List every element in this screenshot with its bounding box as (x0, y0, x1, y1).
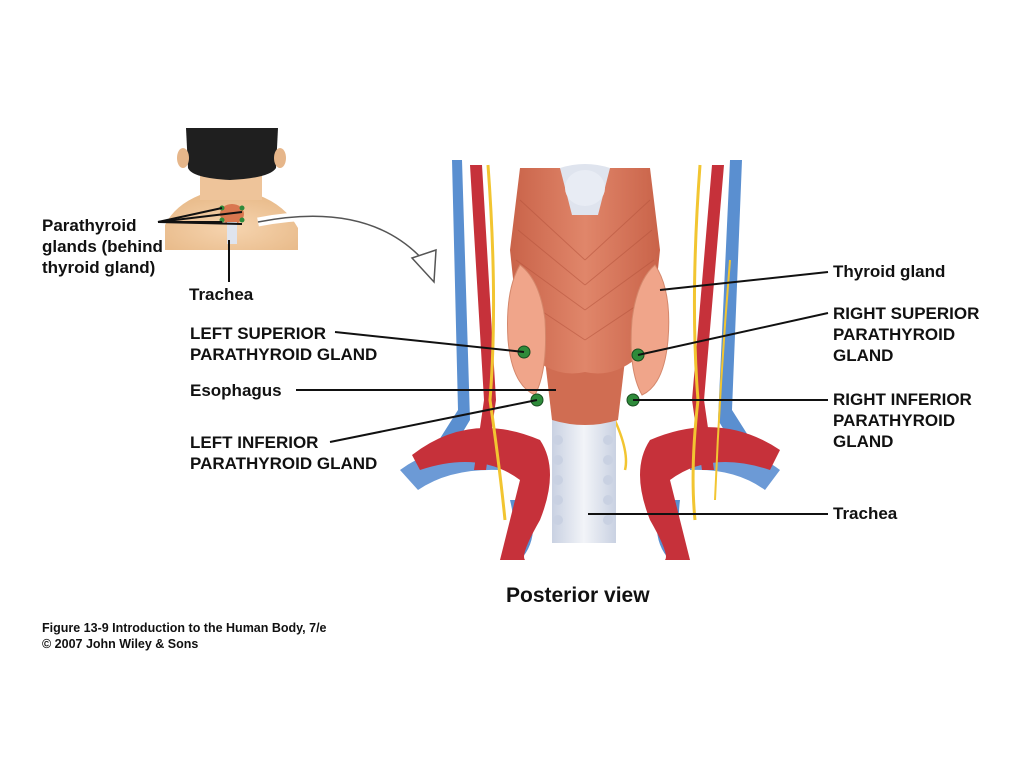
thyroid-gland-label: Thyroid gland (833, 262, 946, 281)
inset-neck-illustration (165, 128, 298, 250)
posterior-view-illustration (400, 160, 780, 560)
inset-leader-lines (157, 207, 243, 282)
trachea-inset-label: Trachea (189, 285, 254, 304)
parathyroid-glands-inset-label: Parathyroid glands (behind thyroid gland… (42, 216, 163, 277)
hair-icon (186, 128, 278, 180)
curved-arrow-icon (257, 211, 437, 284)
right-inferior-parathyroid-label: RIGHT INFERIOR PARATHYROID GLAND (833, 390, 972, 451)
main-leader-lines (296, 271, 829, 515)
left-superior-parathyroid-label: LEFT SUPERIOR PARATHYROID GLAND (190, 324, 378, 364)
left-inferior-parathyroid-label: LEFT INFERIOR PARATHYROID GLAND (190, 433, 378, 473)
thyroid-right-lobe-icon (630, 264, 670, 396)
view-title: Posterior view (506, 584, 650, 607)
trachea-main-label: Trachea (833, 504, 898, 523)
esophagus-label: Esophagus (190, 381, 282, 400)
right-superior-parathyroid-label: RIGHT SUPERIOR PARATHYROID GLAND (833, 304, 980, 365)
figure-caption: Figure 13-9 Introduction to the Human Bo… (42, 621, 327, 651)
